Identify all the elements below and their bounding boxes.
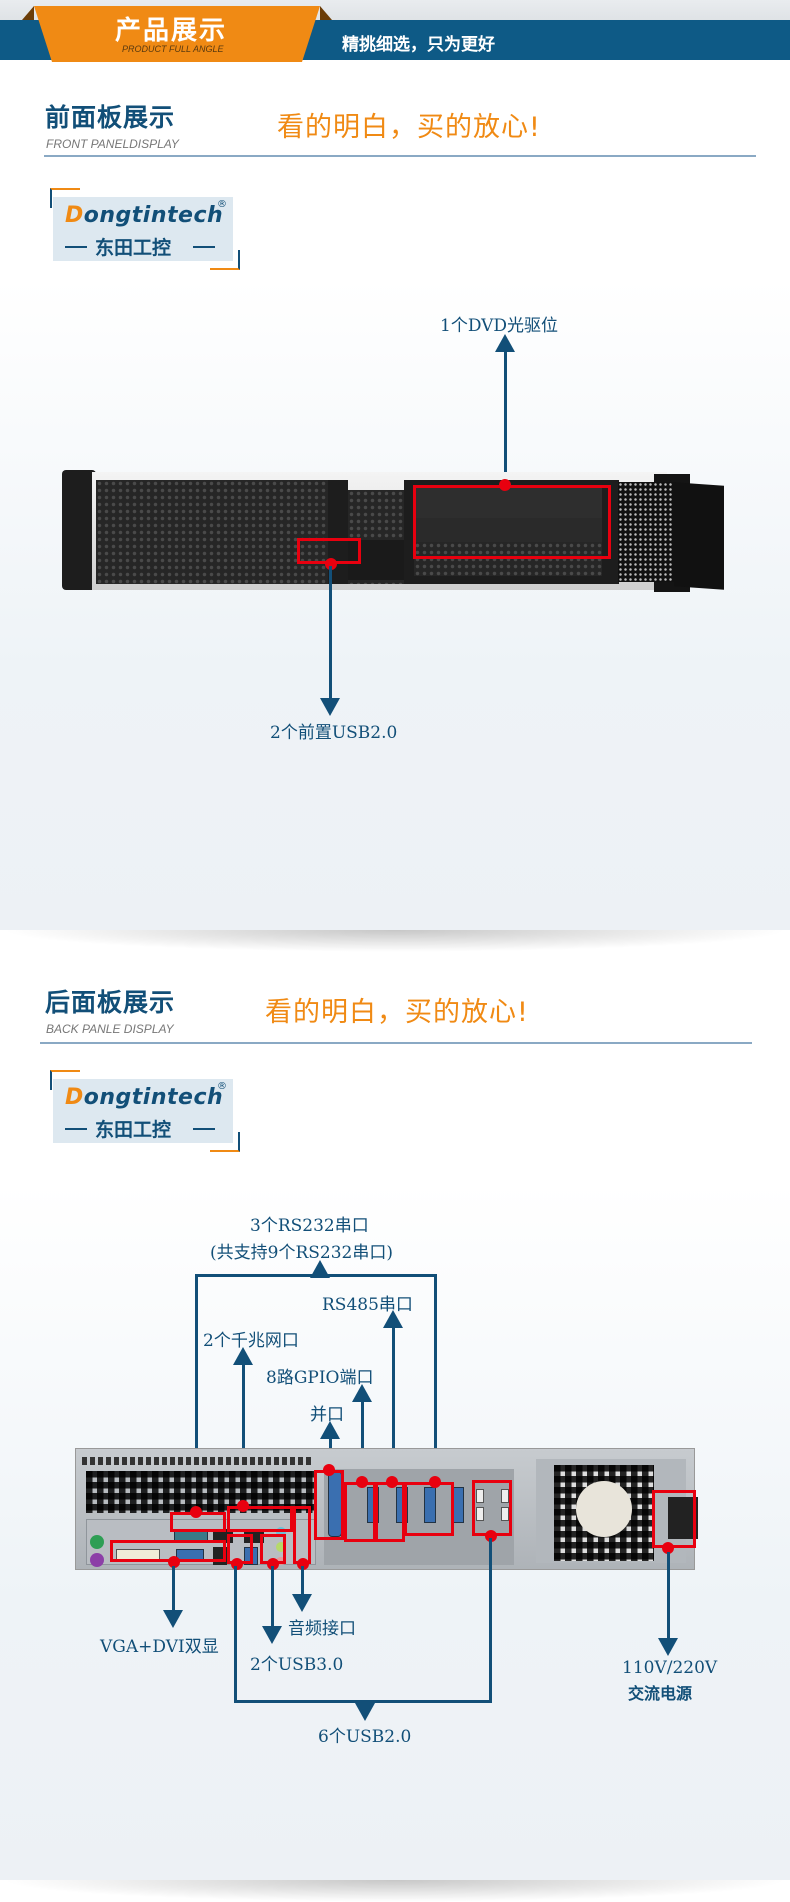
logo-brand-text: ongtintech bbox=[83, 1085, 224, 1110]
dot bbox=[168, 1556, 180, 1568]
dot bbox=[356, 1476, 368, 1488]
arrow-down-icon bbox=[163, 1610, 183, 1628]
dot bbox=[429, 1476, 441, 1488]
callout-usb2-bracket bbox=[234, 1700, 492, 1703]
arrow-up-icon bbox=[233, 1347, 253, 1365]
callout-rs232-bracket bbox=[195, 1274, 437, 1277]
dot bbox=[323, 1464, 335, 1476]
callout-parallel-label: 并口 bbox=[310, 1405, 344, 1425]
callout-front-usb-dot bbox=[325, 558, 337, 570]
front-panel-chassis-image bbox=[62, 470, 732, 598]
arrow-down-icon bbox=[355, 1703, 375, 1721]
callout-rs485-line bbox=[392, 1326, 395, 1474]
highlight-dvd-bay bbox=[413, 485, 611, 559]
dot bbox=[237, 1500, 249, 1512]
highlight-power-inlet bbox=[652, 1490, 696, 1548]
front-section-divider bbox=[44, 155, 756, 157]
callout-rs232-note: (共支持9个RS232串口) bbox=[210, 1243, 393, 1263]
highlight-audio-ports bbox=[293, 1506, 311, 1564]
callout-usb3-line bbox=[271, 1566, 274, 1626]
callout-gpio-line bbox=[361, 1400, 364, 1474]
highlight-parallel-port bbox=[314, 1470, 344, 1540]
dot bbox=[662, 1542, 674, 1554]
callout-power-sublabel: 交流电源 bbox=[628, 1684, 693, 1703]
callout-front-usb-label: 2个前置USB2.0 bbox=[270, 723, 398, 743]
dot bbox=[190, 1506, 202, 1518]
back-section-title: 后面板展示 bbox=[45, 988, 176, 1017]
banner-subtitle: PRODUCT FULL ANGLE bbox=[122, 44, 224, 54]
front-section-subtitle: FRONT PANELDISPLAY bbox=[46, 137, 179, 151]
arrow-down-icon bbox=[658, 1638, 678, 1656]
arrow-down-icon bbox=[262, 1626, 282, 1644]
callout-display-label: VGA+DVI双显 bbox=[100, 1637, 219, 1657]
arrow-up-icon bbox=[383, 1310, 403, 1328]
callout-audio-label: 音频接口 bbox=[288, 1619, 356, 1639]
highlight-gpio bbox=[344, 1482, 376, 1542]
callout-lan-label: 2个千兆网口 bbox=[203, 1331, 299, 1351]
dot bbox=[386, 1476, 398, 1488]
logo-d-letter: D bbox=[65, 203, 84, 228]
banner-tagline: 精挑细选，只为更好 bbox=[342, 35, 495, 55]
callout-dvd-line bbox=[504, 350, 507, 484]
front-section-slogan: 看的明白，买的放心! bbox=[277, 112, 541, 143]
brand-logo: Dongtintech ® 东田工控 bbox=[50, 188, 240, 270]
callout-rs232-line-left bbox=[195, 1274, 198, 1520]
highlight-rs232 bbox=[404, 1482, 454, 1536]
callout-power-line bbox=[667, 1552, 670, 1640]
arrow-down-icon bbox=[320, 698, 340, 716]
highlight-usb2-expansion bbox=[472, 1480, 512, 1536]
logo-d-letter: D bbox=[65, 1085, 84, 1110]
callout-gpio-label: 8路GPIO端口 bbox=[266, 1368, 374, 1388]
banner-title: 产品展示 bbox=[115, 16, 228, 46]
logo-cn-text: 东田工控 bbox=[95, 1119, 172, 1141]
registered-mark: ® bbox=[217, 1081, 227, 1092]
dot bbox=[267, 1558, 279, 1570]
registered-mark: ® bbox=[217, 199, 227, 210]
callout-usb3-label: 2个USB3.0 bbox=[250, 1655, 344, 1675]
dot bbox=[297, 1558, 309, 1570]
back-section-subtitle: BACK PANLE DISPLAY bbox=[46, 1022, 174, 1036]
logo-brand-text: ongtintech bbox=[83, 203, 224, 228]
callout-audio-line bbox=[301, 1566, 304, 1594]
arrow-up-icon bbox=[310, 1260, 330, 1278]
callout-display-line bbox=[172, 1566, 175, 1610]
arrow-up-icon bbox=[352, 1384, 372, 1402]
callout-front-usb-line bbox=[329, 566, 332, 698]
arrow-up-icon bbox=[320, 1421, 340, 1439]
dot bbox=[485, 1530, 497, 1542]
highlight-rs485 bbox=[375, 1482, 405, 1542]
callout-power-label: 110V/220V bbox=[622, 1658, 718, 1678]
logo-cn-text: 东田工控 bbox=[95, 237, 172, 259]
section-shadow bbox=[0, 1880, 790, 1902]
arrow-down-icon bbox=[292, 1594, 312, 1612]
callout-lan-line bbox=[242, 1363, 245, 1510]
callout-usb2-line-left bbox=[234, 1566, 237, 1702]
front-section-title: 前面板展示 bbox=[45, 103, 176, 132]
highlight-lan-ports bbox=[227, 1506, 293, 1532]
callout-rs232-line-right bbox=[434, 1274, 437, 1474]
callout-usb2-label: 6个USB2.0 bbox=[318, 1727, 412, 1747]
back-section-slogan: 看的明白，买的放心! bbox=[265, 997, 529, 1028]
arrow-up-icon bbox=[495, 334, 515, 352]
banner-orange-tab bbox=[22, 6, 332, 62]
brand-logo: Dongtintech ® 东田工控 bbox=[50, 1070, 240, 1152]
callout-rs232-label: 3个RS232串口 bbox=[250, 1216, 369, 1236]
callout-usb2-line-right bbox=[489, 1538, 492, 1702]
dot bbox=[231, 1558, 243, 1570]
callout-dvd-dot bbox=[499, 479, 511, 491]
callout-dvd-label: 1个DVD光驱位 bbox=[440, 316, 559, 336]
section-shadow bbox=[0, 930, 790, 952]
back-section-divider bbox=[40, 1042, 752, 1044]
